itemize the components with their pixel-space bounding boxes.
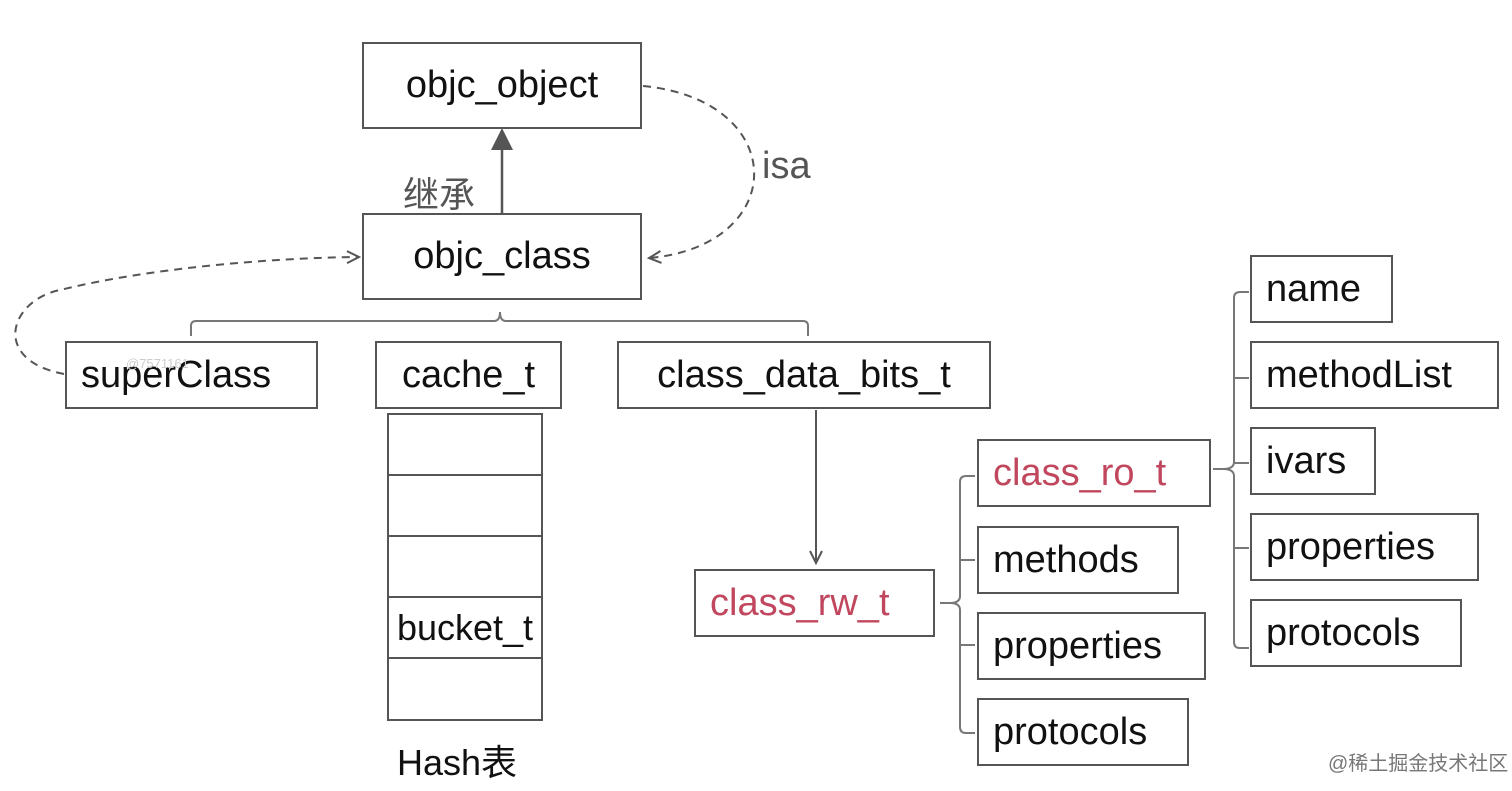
ro-name-label: name [1266, 267, 1362, 310]
class-rw-t-label: class_rw_t [710, 581, 890, 624]
rw-methods-label: methods [993, 538, 1139, 581]
cache-t-label: cache_t [401, 353, 536, 396]
ro-methodlist-node: methodList [1250, 341, 1499, 409]
rw-member-bracket [940, 475, 975, 734]
rw-methods-node: methods [977, 526, 1179, 594]
ro-methodlist-label: methodList [1266, 353, 1452, 396]
class-ro-t-label: class_ro_t [993, 451, 1167, 494]
hash-cell [387, 657, 543, 721]
bucket-t-label: bucket_t [396, 606, 534, 648]
class-member-brace [190, 311, 809, 336]
ro-properties-node: properties [1250, 513, 1479, 581]
isa-dashed-curve [642, 85, 756, 258]
ro-protocols-node: protocols [1250, 599, 1462, 667]
isa-label: isa [762, 145, 811, 187]
ro-ivars-label: ivars [1266, 439, 1347, 482]
hash-cell [387, 535, 543, 598]
hash-cell-bucket: bucket_t [387, 596, 543, 659]
faint-watermark: @7571161 [126, 356, 189, 371]
ro-protocols-label: protocols [1266, 611, 1421, 654]
ro-member-bracket [1213, 291, 1249, 649]
class-data-bits-label: class_data_bits_t [657, 353, 951, 396]
hash-cell [387, 474, 543, 537]
ro-properties-label: properties [1266, 525, 1435, 568]
class-rw-t-node: class_rw_t [694, 569, 935, 637]
rw-protocols-label: protocols [993, 710, 1148, 753]
ro-name-node: name [1250, 255, 1393, 323]
hash-table-caption: Hash表 [397, 742, 518, 783]
site-watermark: @稀土掘金技术社区 [1328, 753, 1509, 775]
superclass-node: superClass [65, 341, 318, 409]
rw-properties-node: properties [977, 612, 1206, 680]
inherit-arrow-head [491, 128, 513, 150]
ro-ivars-node: ivars [1250, 427, 1376, 495]
class-ro-t-node: class_ro_t [977, 439, 1211, 507]
rw-protocols-node: protocols [977, 698, 1189, 766]
objc-object-node: objc_object [362, 42, 642, 129]
class-data-bits-node: class_data_bits_t [617, 341, 991, 409]
objc-class-label: objc_class [413, 235, 591, 277]
hash-cell [387, 413, 543, 476]
objc-object-label: objc_object [405, 64, 599, 106]
cache-t-node: cache_t [375, 341, 562, 409]
rw-properties-label: properties [993, 624, 1162, 667]
superclass-dashed-curve [14, 257, 358, 375]
objc-class-node: objc_class [362, 213, 642, 300]
superclass-label: superClass [81, 353, 272, 396]
inherit-label: 继承 [403, 174, 476, 215]
